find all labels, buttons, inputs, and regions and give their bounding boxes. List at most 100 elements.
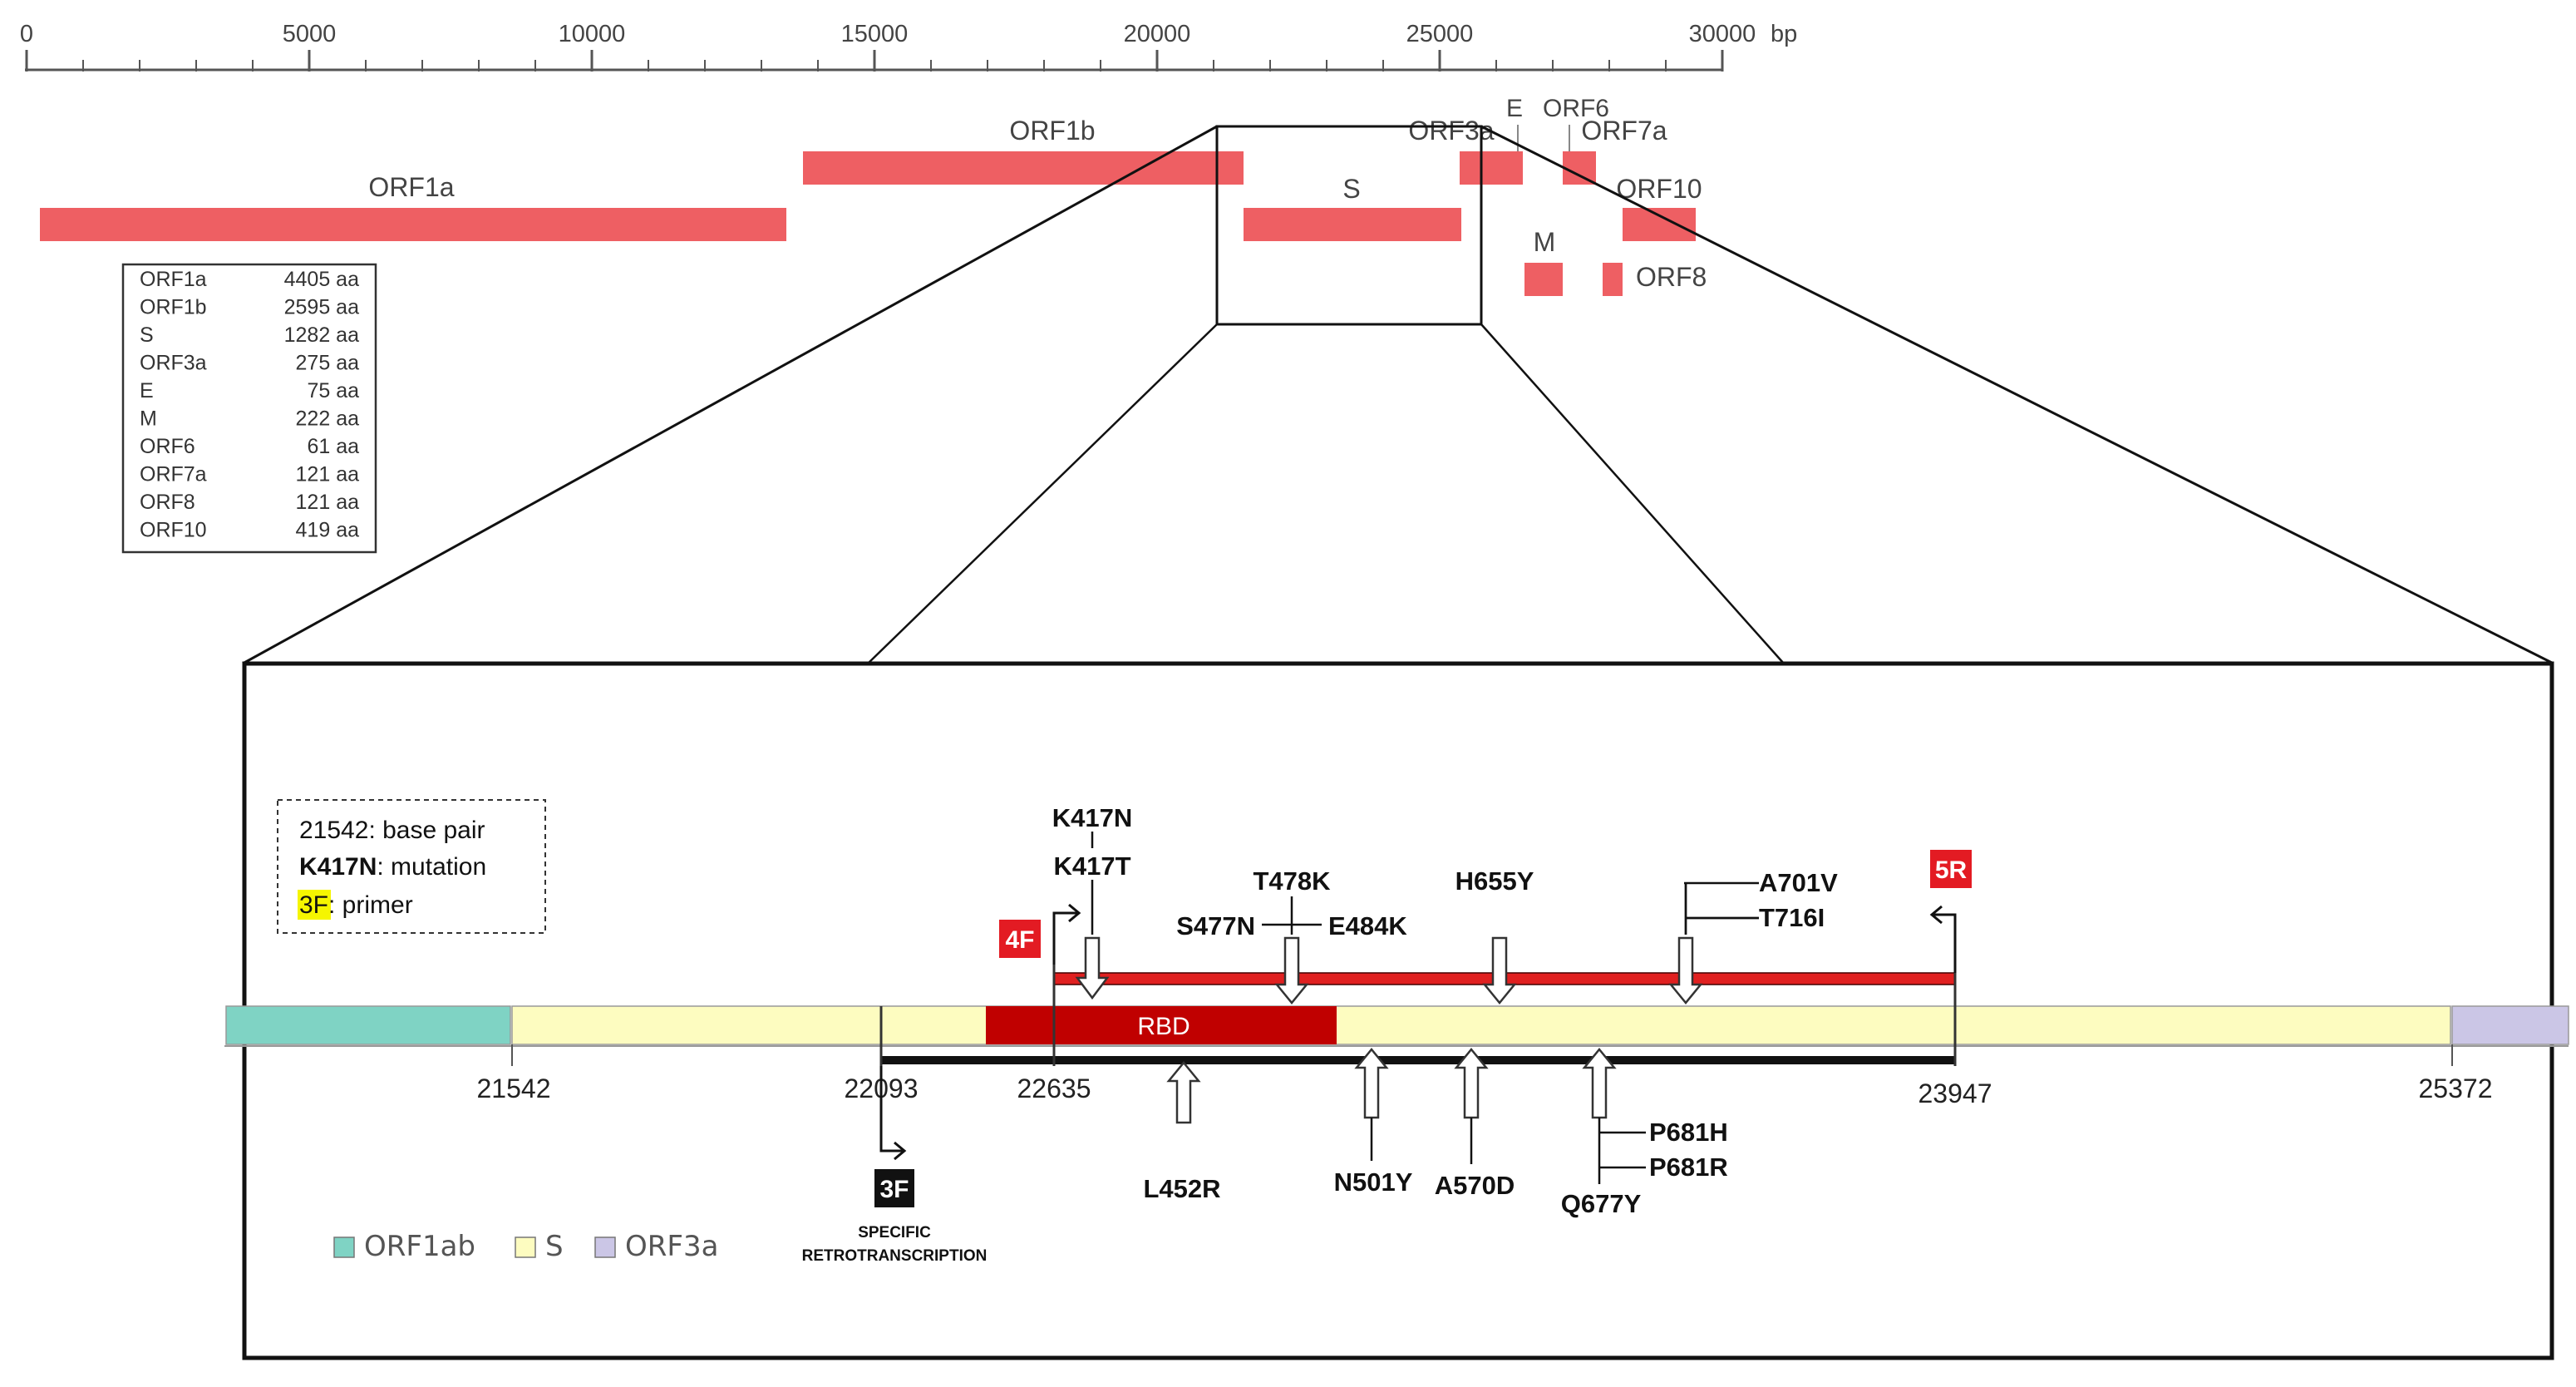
ruler-tick-label: 15000	[841, 21, 909, 47]
table-gene-length: 1282 aa	[284, 323, 359, 347]
primer-4f-arrowhead	[1068, 903, 1081, 923]
mutation-a570d: A570D	[1435, 1171, 1515, 1200]
primer-3f-arrow	[879, 1066, 903, 1153]
primer-4f-arrow	[1052, 911, 1077, 965]
spike-gene-track: RBD 21542 22093 22635 23947 25372	[224, 965, 2569, 1108]
primer-5r-arrowhead	[1929, 905, 1943, 925]
zoom-region-box	[1215, 125, 1483, 326]
gene-label-orf8: ORF8	[1636, 262, 1707, 292]
key-primer-desc: : primer	[328, 891, 413, 919]
mutation-k417t: K417T	[1053, 851, 1130, 881]
gene-bar-orf1b	[803, 151, 1244, 185]
primer-3f-note-line1: SPECIFIC	[858, 1224, 931, 1241]
gene-bar-orf10	[1623, 208, 1696, 241]
ruler-unit: bp	[1771, 21, 1797, 47]
mutation-h655y: H655Y	[1455, 866, 1534, 896]
table-gene-length: 419 aa	[296, 519, 360, 542]
gene-bar-orf6-orf7a	[1563, 151, 1596, 185]
table-gene-length: 61 aa	[307, 435, 359, 458]
table-gene-name: ORF8	[140, 491, 195, 514]
zoom-line	[867, 323, 1218, 664]
gene-bar-orf3a	[1460, 151, 1506, 185]
track-segment-orf3a	[2451, 1005, 2569, 1045]
mutation-arrow-down	[1274, 936, 1309, 1004]
gene-label-orf1b: ORF1b	[1009, 116, 1095, 146]
key-primer-highlight	[298, 890, 331, 920]
key-primer-example: 3F	[299, 891, 328, 919]
legend: ORF1ab S ORF3a	[333, 1230, 718, 1263]
table-gene-length: 121 aa	[296, 463, 360, 486]
primer-5r-arrow	[1933, 913, 1957, 973]
gene-label-m: M	[1534, 227, 1556, 257]
table-gene-name: ORF7a	[140, 463, 207, 486]
table-gene-length: 75 aa	[307, 379, 359, 402]
key-line-mutation: K417N: mutation	[299, 853, 486, 881]
track-segment-s	[511, 1005, 2451, 1045]
mutation-arrow-down	[1482, 936, 1517, 1004]
primer-5r-badge	[1930, 850, 1972, 888]
legend-swatch-s	[515, 1236, 536, 1258]
mutation-a701v: A701V	[1759, 868, 1838, 897]
rbd-label: RBD	[1137, 1013, 1189, 1040]
ruler-major-ticks	[25, 50, 1724, 72]
key-box: 21542: base pair K417N: mutation 3F: pri…	[277, 799, 546, 934]
mutation-p681h: P681H	[1649, 1118, 1728, 1147]
ruler-minor-ticks	[82, 60, 1667, 72]
rbd-region	[986, 1006, 1337, 1044]
gene-bar-m	[1524, 263, 1563, 296]
ruler-tick-label: 0	[20, 21, 33, 47]
amplicon-bottom-bar	[881, 1056, 1955, 1064]
mutations-bottom: L452R N501Y A570D P681H P681R Q677Y	[1143, 1048, 1728, 1218]
table-gene-length: 2595 aa	[284, 296, 359, 319]
primer-3f-arrowhead	[894, 1141, 907, 1161]
gene-label-s: S	[1342, 174, 1360, 204]
zoom-line	[1480, 125, 2554, 665]
key-mutation-desc: : mutation	[377, 853, 486, 881]
key-bp-desc: : base pair	[368, 817, 485, 844]
table-border	[121, 263, 377, 554]
table-gene-name: ORF10	[140, 519, 207, 542]
position-21542: 21542	[477, 1074, 551, 1103]
ruler-tick-label: 20000	[1124, 21, 1191, 47]
zoom-connectors	[242, 125, 2554, 665]
key-mutation-example: K417N	[299, 853, 377, 881]
table-gene-name: ORF1b	[140, 296, 207, 319]
key-line-primer: 3F: primer	[299, 891, 413, 919]
gene-bar-s	[1244, 208, 1461, 241]
genome-ruler: 0 5000 10000 15000 20000 25000 30000 bp	[20, 21, 1797, 72]
table-gene-name: ORF1a	[140, 268, 207, 291]
mutation-s477n: S477N	[1176, 911, 1255, 940]
gene-label-orf7a: ORF7a	[1581, 116, 1667, 146]
table-gene-name: E	[140, 379, 154, 402]
mutation-q677y: Q677Y	[1561, 1189, 1642, 1218]
mutations-top: K417N K417T T478K S477N E484K H655Y A701…	[1052, 803, 1838, 1004]
gene-bar-orf8	[1603, 263, 1623, 296]
gene-label-orf6: ORF6	[1543, 95, 1609, 122]
gene-label-orf1a: ORF1a	[368, 172, 454, 202]
ruler-tick-label: 5000	[283, 21, 337, 47]
mutation-n501y: N501Y	[1334, 1167, 1413, 1197]
table-gene-name: ORF3a	[140, 352, 207, 375]
primers: 4F 5R 3F SPECIFIC RETROTRANSCRIPTION	[802, 850, 1972, 1265]
primer-4f-label: 4F	[1005, 926, 1034, 954]
mutation-t716i: T716I	[1759, 903, 1825, 932]
ruler-tick-label: 10000	[559, 21, 626, 47]
gene-label-orf10: ORF10	[1616, 174, 1702, 204]
primer-4f-badge	[999, 920, 1041, 958]
table-gene-name: M	[140, 407, 157, 431]
position-23947: 23947	[1918, 1079, 1992, 1108]
mutation-arrow-down	[1668, 936, 1703, 1004]
table-gene-name: ORF6	[140, 435, 195, 458]
primer-5r-label: 5R	[1935, 856, 1968, 884]
mutation-leader	[1684, 881, 1759, 935]
primer-3f-badge	[874, 1169, 914, 1207]
mutation-k417n: K417N	[1052, 803, 1133, 832]
mutation-arrow-up	[1166, 1061, 1201, 1124]
position-25372: 25372	[2419, 1074, 2493, 1103]
legend-label-s: S	[545, 1230, 564, 1263]
table-gene-length: 121 aa	[296, 491, 360, 514]
table-gene-length: 275 aa	[296, 352, 360, 375]
legend-label-orf3a: ORF3a	[625, 1230, 718, 1263]
